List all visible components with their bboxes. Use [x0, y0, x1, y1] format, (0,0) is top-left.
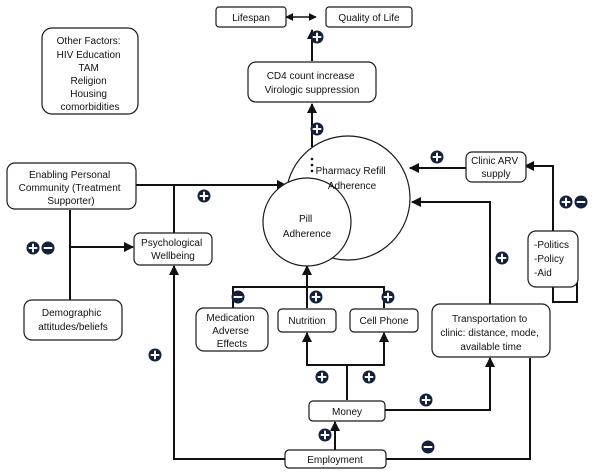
other-factors-line-3: TAM	[78, 63, 98, 74]
svg-text:Demographic attitudes/: Demographic attitudes/beliefs	[38, 308, 108, 333]
politics-line-2: -Policy	[534, 254, 564, 265]
node-enabling-community: Enabling Personal Community (Treatment S…	[6, 162, 137, 210]
lifespan-label: Lifespan	[232, 13, 270, 24]
plus-sign-money-transport	[419, 393, 433, 407]
pill-adherence-circle	[262, 177, 352, 267]
svg-text:-Politics -Policy: -Politics -Policy -Aid	[534, 240, 572, 279]
enabling-line-1: Enabling Personal	[29, 170, 110, 181]
node-demographic: Demographic attitudes/beliefs	[23, 299, 123, 341]
svg-text:Lifespan: Lifespan	[232, 13, 270, 24]
transport-line-1: Transportation to	[452, 314, 528, 325]
cd4-line-1: CD4 count increase	[267, 71, 355, 82]
money-label: Money	[332, 407, 362, 418]
mae-line-3: Effects	[217, 339, 247, 350]
plus-sign-cd4-quality	[310, 30, 324, 44]
plus-sign-cell-pill	[381, 290, 395, 304]
mae-line-1: Medication	[206, 313, 254, 324]
psych-line-1: Psychological	[141, 238, 202, 249]
ellipsis-dots	[310, 157, 314, 173]
node-nutrition: Nutrition	[277, 308, 337, 333]
transport-line-3: available time	[460, 342, 522, 353]
svg-text:Clinic ARV supply: Clinic ARV supply	[471, 156, 521, 180]
psych-line-2: Wellbeing	[151, 251, 195, 262]
node-clinic-arv: Clinic ARV supply	[465, 151, 527, 183]
minus-sign-medication	[231, 290, 245, 304]
node-money: Money	[308, 400, 386, 422]
other-factors-line-1: Other Factors:	[57, 36, 121, 47]
pill-adherence-line-1: Pill	[299, 214, 312, 225]
edge-money-transport	[385, 357, 495, 411]
svg-text:Nutrition: Nutrition	[288, 316, 325, 327]
node-medication-adverse: Medication Adverse Effects	[195, 307, 269, 352]
plus-sign-money-nutrition	[315, 370, 329, 384]
node-transportation: Transportation to clinic: distance, mode…	[431, 303, 551, 358]
svg-text:Transportation to clin: Transportation to clinic: distance, mode…	[440, 314, 541, 353]
employment-label: Employment	[307, 455, 363, 466]
svg-text:Money: Money	[332, 407, 362, 418]
plus-sign-nutrition-pill	[309, 290, 323, 304]
node-employment: Employment	[284, 449, 387, 469]
enabling-line-2: Community (Treatment	[19, 183, 121, 194]
demographic-line-1: Demographic	[42, 308, 101, 319]
enabling-line-3: Supporter)	[47, 196, 94, 207]
mae-line-2: Adverse	[212, 326, 249, 337]
clinic-line-1: Clinic ARV	[471, 156, 518, 167]
plus-sign-demographic	[26, 241, 40, 255]
plus-sign-enabling-pharmacy	[197, 189, 211, 203]
pharmacy-refill-label: Pharmacy Refill Adherence	[316, 166, 389, 192]
edge-enabling-psych	[69, 210, 134, 252]
svg-text:Medication Adverse: Medication Adverse Effects	[206, 313, 257, 350]
transport-line-2: clinic: distance, mode,	[440, 328, 538, 339]
nutrition-label: Nutrition	[288, 316, 325, 327]
politics-line-3: -Aid	[534, 268, 552, 279]
edge-employment-transport	[386, 358, 531, 460]
demographic-line-2: attitudes/beliefs	[38, 322, 108, 333]
minus-sign-demographic	[41, 241, 55, 255]
other-factors-line-2: HIV Education	[57, 50, 121, 61]
node-cd4: CD4 count increase Virologic suppression	[247, 61, 377, 103]
clinic-line-2: supply	[482, 169, 511, 180]
edge-politics-clinic	[524, 161, 578, 303]
svg-text:Enabling Personal Comm: Enabling Personal Community (Treatment S…	[19, 170, 124, 207]
cell-phone-label: Cell Phone	[360, 316, 409, 327]
plus-sign-clinic-pharmacy	[430, 150, 444, 164]
other-factors-line-6: comorbidities	[61, 102, 120, 113]
node-other-factors: Other Factors: HIV Education TAM Religio…	[41, 27, 139, 115]
politics-line-1: -Politics	[534, 240, 569, 251]
minus-sign-politics-clinic	[574, 195, 588, 209]
svg-text:Cell Phone: Cell Phone	[360, 316, 409, 327]
svg-text:Quality of Life: Quality of Life	[338, 13, 400, 24]
edge-money-cell	[347, 332, 389, 366]
edge-employment-psych	[169, 265, 285, 460]
plus-sign-pharmacy-cd4	[310, 122, 324, 136]
svg-text:Other Factors: HIV Edu: Other Factors: HIV Education TAM Religio…	[57, 36, 124, 113]
edge-transport-pharmacy	[411, 197, 491, 304]
svg-text:Employment: Employment	[307, 455, 363, 466]
node-lifespan: Lifespan	[215, 6, 287, 28]
node-psych-wellbeing: Psychological Wellbeing	[133, 232, 213, 266]
quality-of-life-label: Quality of Life	[338, 13, 400, 24]
other-factors-line-4: Religion	[71, 76, 107, 87]
pharmacy-refill-line-1: Pharmacy Refill	[316, 166, 386, 177]
node-cell-phone: Cell Phone	[349, 308, 419, 333]
other-factors-line-5: Housing	[70, 89, 107, 100]
edge-money-nutrition	[302, 332, 348, 400]
plus-sign-politics-clinic	[559, 195, 573, 209]
minus-sign-employment-transport	[421, 440, 435, 454]
pharmacy-refill-line-2: Adherence	[328, 181, 377, 192]
plus-sign-transport-pharmacy	[495, 251, 509, 265]
pill-adherence-line-2: Adherence	[283, 229, 332, 240]
cd4-line-2: Virologic suppression	[265, 85, 360, 96]
svg-text:CD4 count increase Vir: CD4 count increase Virologic suppression	[265, 71, 360, 96]
svg-text:Psychological Wellbein: Psychological Wellbeing	[141, 238, 205, 262]
plus-sign-money-cell	[362, 370, 376, 384]
node-quality-of-life: Quality of Life	[325, 6, 413, 28]
pill-adherence-label: Pill Adherence	[283, 214, 332, 240]
node-politics: -Politics -Policy -Aid	[527, 230, 579, 288]
plus-sign-employment-money	[318, 428, 332, 442]
plus-sign-employment-psych	[148, 348, 162, 362]
